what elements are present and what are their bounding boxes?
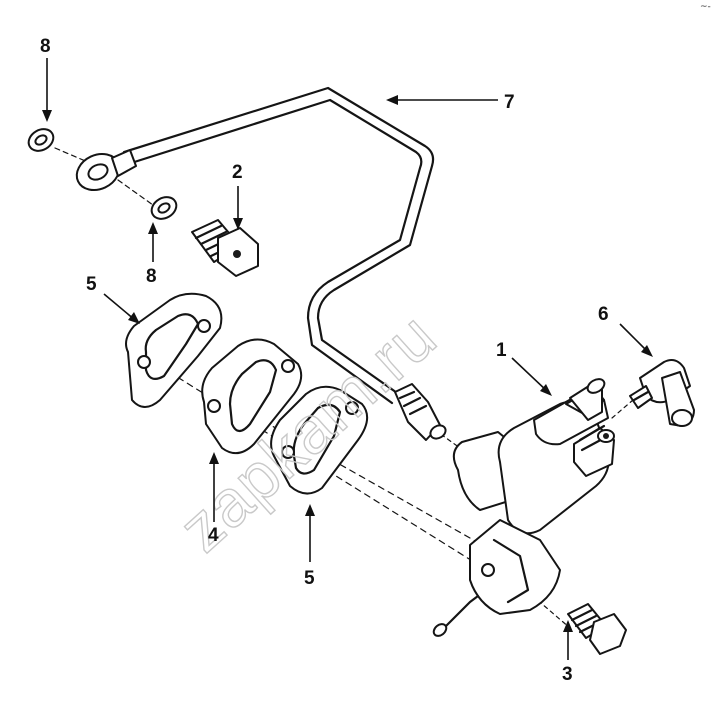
gasket-part-5-right [270, 385, 369, 495]
fuel-pump-part-1 [432, 378, 615, 637]
spacer-part-4 [201, 338, 303, 455]
callout-7: 7 [504, 92, 515, 113]
arrow-7 [386, 95, 498, 105]
arrow-3 [563, 620, 573, 660]
callout-6: 6 [598, 304, 609, 325]
callout-5-left: 5 [86, 274, 97, 295]
gasket-part-5-left [125, 292, 223, 408]
washer-part-8-lower [150, 196, 178, 220]
arrow-2 [233, 186, 243, 230]
arrow-5a [103, 293, 140, 324]
washer-part-8-upper [27, 128, 55, 152]
arrow-8a [42, 58, 52, 122]
arrow-5b [305, 504, 315, 562]
callout-2: 2 [232, 162, 243, 183]
mounting-bolt-part-3 [567, 603, 627, 655]
callout-8-upper: 8 [40, 36, 51, 57]
callout-1: 1 [496, 340, 507, 361]
callout-3: 3 [562, 664, 573, 685]
fuel-line-part-7 [75, 86, 447, 441]
arrow-1 [511, 357, 552, 396]
arrow-6 [619, 323, 653, 357]
callout-4: 4 [208, 525, 219, 546]
callout-arrows [42, 58, 653, 660]
callout-labels: 1 2 3 4 5 5 6 7 8 8 [40, 36, 609, 685]
corner-mark: ~- [700, 2, 711, 12]
arrow-4 [209, 452, 219, 522]
elbow-fitting-part-6 [629, 359, 695, 427]
callout-5-lower: 5 [304, 568, 315, 589]
banjo-bolt-part-2 [191, 219, 259, 277]
arrow-8b [148, 222, 158, 262]
callout-8-lower: 8 [146, 266, 157, 287]
